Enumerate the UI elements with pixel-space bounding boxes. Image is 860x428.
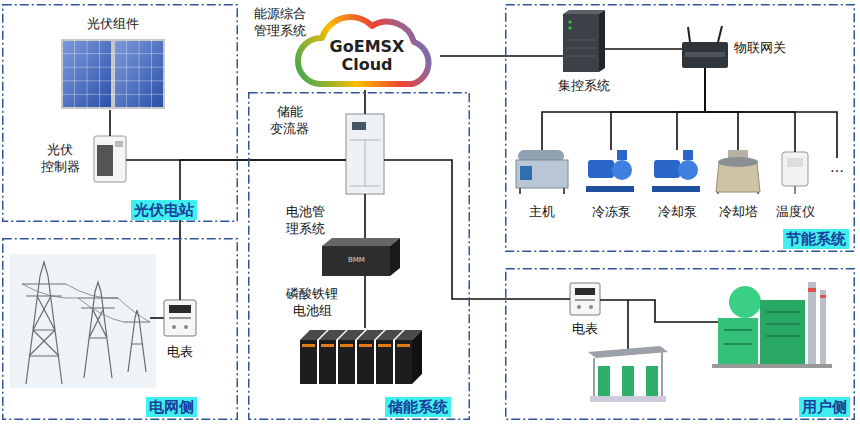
user-wires [600, 300, 718, 350]
connector-line [364, 276, 366, 328]
solar-panel [62, 40, 164, 108]
connector-line [542, 68, 705, 150]
connector-line [440, 55, 563, 57]
node-label: 冷却泵 [658, 204, 697, 221]
charging-station [588, 346, 668, 402]
connector-line [705, 68, 837, 158]
device-node: 温度仪 [782, 152, 808, 194]
connector-line [705, 68, 738, 150]
device-node: 集控系统 [563, 10, 605, 72]
device-node: 光伏组件 [60, 38, 166, 110]
device-node: 冷却塔 [714, 150, 762, 194]
meter-device [570, 283, 600, 315]
node-label: 集控系统 [558, 78, 610, 95]
device-node: 冷却泵 [652, 150, 702, 194]
region-panel: 电网侧 电表 [2, 238, 238, 420]
region-border [248, 92, 470, 420]
region-border [2, 4, 238, 222]
connector-line [677, 68, 705, 150]
device-node: 电表 [164, 300, 196, 336]
device-node: … [826, 158, 848, 180]
connector-line [364, 194, 366, 238]
region-title: 储能系统 [385, 397, 451, 417]
pump-device [586, 150, 634, 192]
connector-line [384, 160, 570, 299]
device-node: 磷酸铁锂 电池组 [300, 328, 422, 386]
meter-device [164, 300, 196, 336]
region-panel: 节能系统集控系统物联网关主机冷冻泵冷却泵冷却塔温度仪… [505, 4, 855, 252]
cloud-node: 能源综合 管理系统GoEMSX Cloud [294, 20, 440, 90]
connector-line [364, 90, 366, 114]
gateway-device [682, 26, 728, 68]
node-label: 物联网关 [734, 40, 786, 57]
node-label: 冷冻泵 [592, 204, 631, 221]
node-label: 能源综合 管理系统 [254, 6, 306, 40]
controller-device [94, 136, 126, 182]
chiller-device [516, 150, 568, 194]
device-node: 物联网关 [682, 26, 728, 68]
connector-line [605, 48, 682, 50]
region-title: 电网侧 [146, 397, 197, 417]
region-title: 光伏电站 [131, 200, 197, 220]
node-label: 冷却塔 [719, 204, 758, 221]
region-panel: 储能系统储能 变流器电池管 理系统磷酸铁锂 电池组 [248, 92, 470, 420]
connector-line [611, 68, 705, 150]
device-node: 光伏 控制器 [94, 136, 126, 182]
node-label: 储能 变流器 [270, 104, 309, 138]
region-panel: 光伏电站 光伏组件光伏 控制器 [2, 4, 238, 222]
node-label: 电表 [572, 321, 598, 338]
cooling-tower [716, 150, 760, 194]
node-label: 光伏组件 [87, 16, 139, 33]
connector-line [109, 110, 111, 136]
node-label: 电表 [167, 344, 193, 361]
bms-device [322, 238, 400, 276]
pump-device [652, 150, 700, 192]
power-pylons [10, 254, 164, 388]
region-title: 节能系统 [783, 229, 849, 249]
device-node: 主机 [516, 150, 568, 194]
battery-pack [300, 330, 422, 384]
server-device [563, 10, 605, 72]
cloud-title: GoEMSX Cloud [330, 38, 405, 73]
node-label: 温度仪 [776, 204, 815, 221]
node-label: … [830, 159, 844, 176]
converter-cabinet [346, 114, 384, 194]
node-label: 主机 [529, 204, 555, 221]
node-label: 电池管 理系统 [286, 204, 325, 238]
device-marking: BMM [348, 257, 365, 264]
thermometer-device [782, 152, 808, 194]
device-node: 冷冻泵 [586, 150, 636, 194]
device-node: 储能 变流器 [346, 114, 384, 194]
region-border [2, 238, 238, 420]
factory [712, 282, 832, 368]
region-panel: 用户侧 电表 [505, 268, 855, 420]
device-node: 电表 [570, 283, 600, 315]
connector-line [705, 68, 795, 152]
node-label: 光伏 控制器 [41, 142, 80, 176]
connector-line [180, 160, 346, 300]
region-title: 用户侧 [799, 397, 850, 417]
node-label: 磷酸铁锂 电池组 [286, 286, 338, 320]
